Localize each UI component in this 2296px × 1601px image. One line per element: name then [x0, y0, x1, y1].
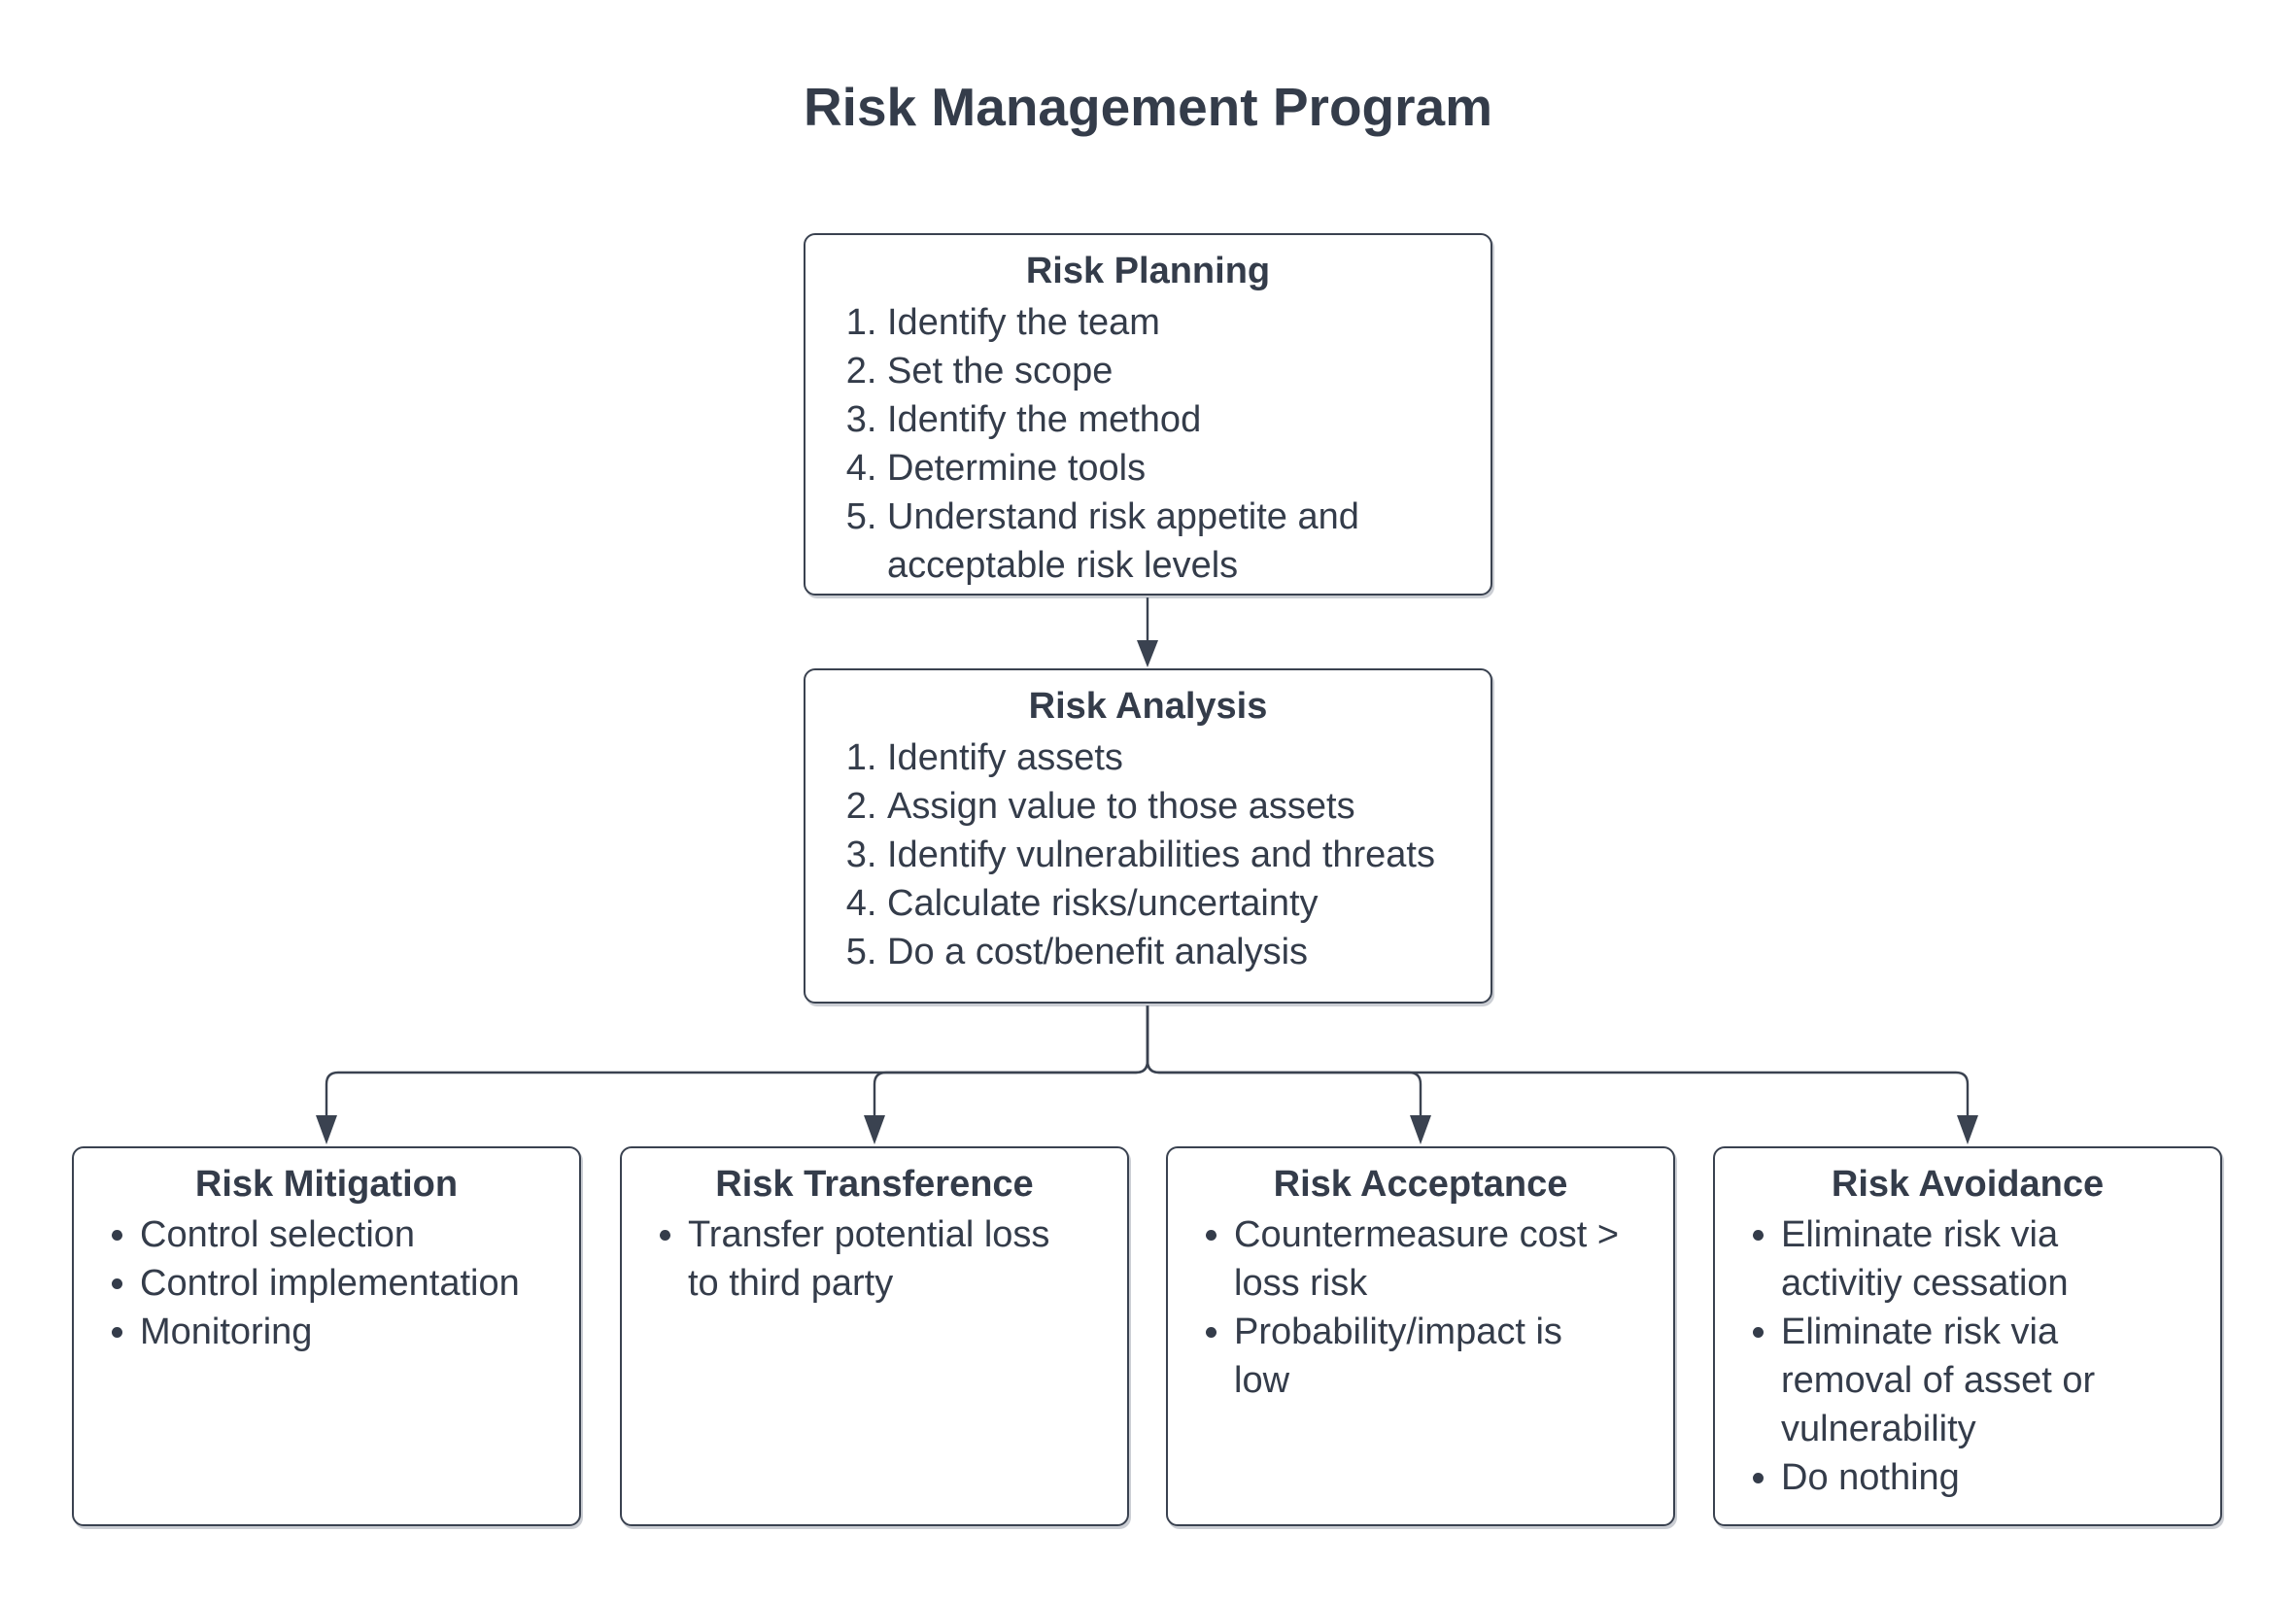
node-title: Risk Transference	[715, 1164, 1034, 1205]
risk-transference-list: Transfer potential loss to third party	[622, 1210, 1078, 1308]
list-item: Assign value to those assets	[887, 782, 1477, 831]
node-title: Risk Analysis	[1028, 686, 1268, 727]
node-title: Risk Acceptance	[1273, 1164, 1568, 1205]
node-title: Risk Mitigation	[194, 1164, 459, 1205]
connector-analysis-transference	[873, 1005, 1149, 1116]
node-risk-analysis: Risk Analysis Identify assets Assign val…	[804, 668, 1492, 1004]
list-item: Control selection	[140, 1210, 530, 1259]
connector-analysis-acceptance	[1146, 1005, 1422, 1116]
arrowhead-analysis	[1137, 640, 1158, 667]
arrowhead-transference	[864, 1115, 885, 1144]
list-item: Probability/impact is low	[1234, 1308, 1624, 1405]
list-item: Identify vulnerabilities and threats	[887, 831, 1477, 879]
risk-planning-list: Identify the team Set the scope Identify…	[805, 298, 1477, 590]
node-risk-mitigation: Risk Mitigation Control selection Contro…	[72, 1146, 581, 1526]
list-item: Calculate risks/uncertainty	[887, 879, 1477, 928]
node-title: Risk Avoidance	[1831, 1164, 2105, 1205]
node-risk-transference: Risk Transference Transfer potential los…	[620, 1146, 1129, 1526]
connector-analysis-mitigation	[325, 1005, 1149, 1116]
list-item: Transfer potential loss to third party	[688, 1210, 1078, 1308]
arrowhead-avoidance	[1957, 1115, 1978, 1144]
list-item: Understand risk appetite and acceptable …	[887, 493, 1477, 590]
node-risk-acceptance: Risk Acceptance Countermeasure cost > lo…	[1166, 1146, 1675, 1526]
node-risk-avoidance: Risk Avoidance Eliminate risk via activi…	[1713, 1146, 2222, 1526]
connector-analysis-avoidance	[1146, 1005, 1970, 1116]
risk-acceptance-list: Countermeasure cost > loss risk Probabil…	[1168, 1210, 1624, 1405]
list-item: Eliminate risk via activitiy cessation	[1781, 1210, 2171, 1308]
diagram-title: Risk Management Program	[803, 77, 1493, 137]
arrowhead-mitigation	[316, 1115, 337, 1144]
list-item: Identify the method	[887, 395, 1477, 444]
risk-mitigation-list: Control selection Control implementation…	[74, 1210, 530, 1356]
list-item: Identify assets	[887, 733, 1477, 782]
list-item: Monitoring	[140, 1308, 530, 1356]
node-title: Risk Planning	[1025, 251, 1271, 291]
list-item: Do a cost/benefit analysis	[887, 928, 1477, 976]
list-item: Determine tools	[887, 444, 1477, 493]
list-item: Identify the team	[887, 298, 1477, 347]
risk-avoidance-list: Eliminate risk via activitiy cessation E…	[1715, 1210, 2171, 1502]
node-risk-planning: Risk Planning Identify the team Set the …	[804, 233, 1492, 596]
list-item: Control implementation	[140, 1259, 530, 1308]
list-item: Eliminate risk via removal of asset or v…	[1781, 1308, 2171, 1453]
list-item: Countermeasure cost > loss risk	[1234, 1210, 1624, 1308]
list-item: Set the scope	[887, 347, 1477, 395]
list-item: Do nothing	[1781, 1453, 2171, 1502]
arrowhead-acceptance	[1410, 1115, 1431, 1144]
risk-analysis-list: Identify assets Assign value to those as…	[805, 733, 1477, 976]
